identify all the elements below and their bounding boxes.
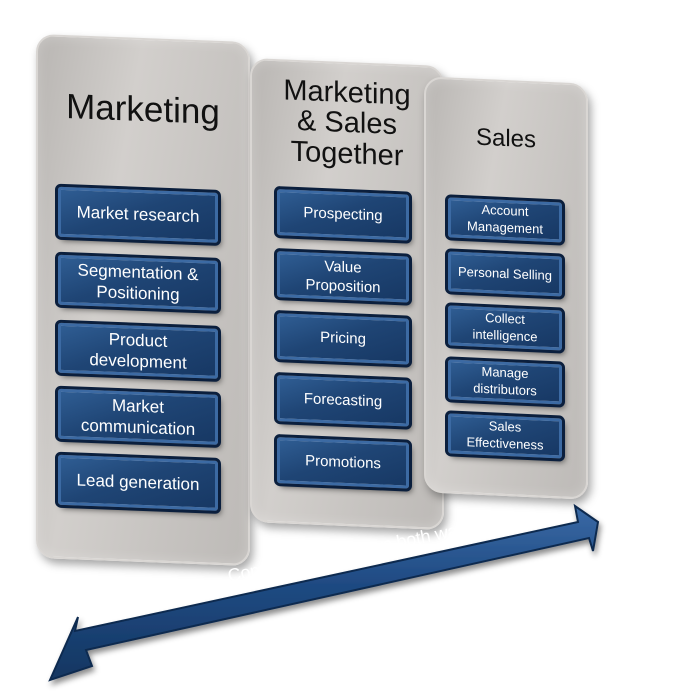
double-arrow-icon [48,503,600,682]
diagram-canvas: Marketing Market research Segmentation &… [36,33,600,682]
communication-arrow: Communication flows both ways!! [48,503,600,682]
